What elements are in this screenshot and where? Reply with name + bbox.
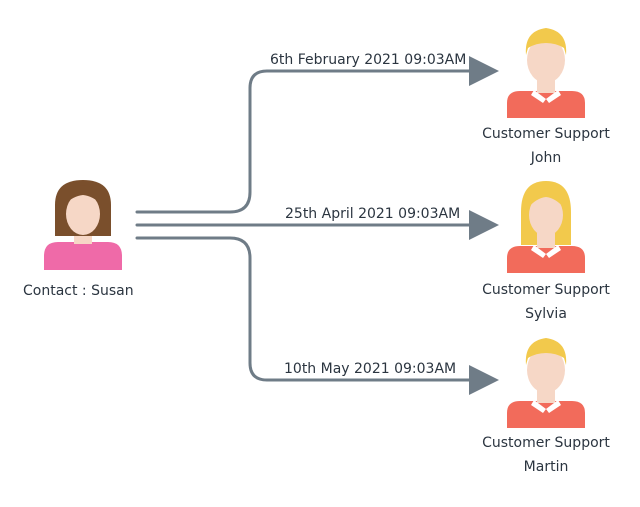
agent-collar-left [531,90,546,103]
contact-label: Contact : Susan [23,283,134,299]
contact-avatar [44,180,122,270]
contact-face [66,193,100,235]
agent-shirt [507,91,585,118]
agent-role-john: Customer Support [482,126,610,142]
agent-collar-right [546,90,561,103]
agent-avatar-john [507,28,585,118]
contact-shirt [44,242,122,270]
agent-avatar-sylvia [507,181,585,273]
agent-collar-left [531,245,546,258]
timestamp-john: 6th February 2021 09:03AM [270,52,467,68]
agent-shirt [507,246,585,273]
agent-role-sylvia: Customer Support [482,282,610,298]
connector-to-john [135,56,499,214]
contact-fringe [64,185,102,205]
agent-hair [525,338,567,365]
agent-collar-right [546,400,561,413]
agent-face [527,37,565,83]
agent-face [527,347,565,393]
agent-avatar-martin [507,338,585,428]
agent-face [529,194,563,236]
agent-name-martin: Martin [523,459,569,475]
agent-collar-right [546,245,561,258]
agent-shirt [507,401,585,428]
agent-collar-left [531,400,546,413]
timestamp-sylvia: 25th April 2021 09:03AM [285,206,461,222]
agent-neck [537,233,555,248]
agent-role-martin: Customer Support [482,435,610,451]
timestamp-martin: 10th May 2021 09:03AM [284,361,457,377]
connector-to-martin [135,236,499,395]
agent-name-sylvia: Sylvia [525,306,567,322]
agent-fringe [527,188,565,209]
agent-name-john: John [530,150,562,166]
agent-hair [525,28,567,55]
